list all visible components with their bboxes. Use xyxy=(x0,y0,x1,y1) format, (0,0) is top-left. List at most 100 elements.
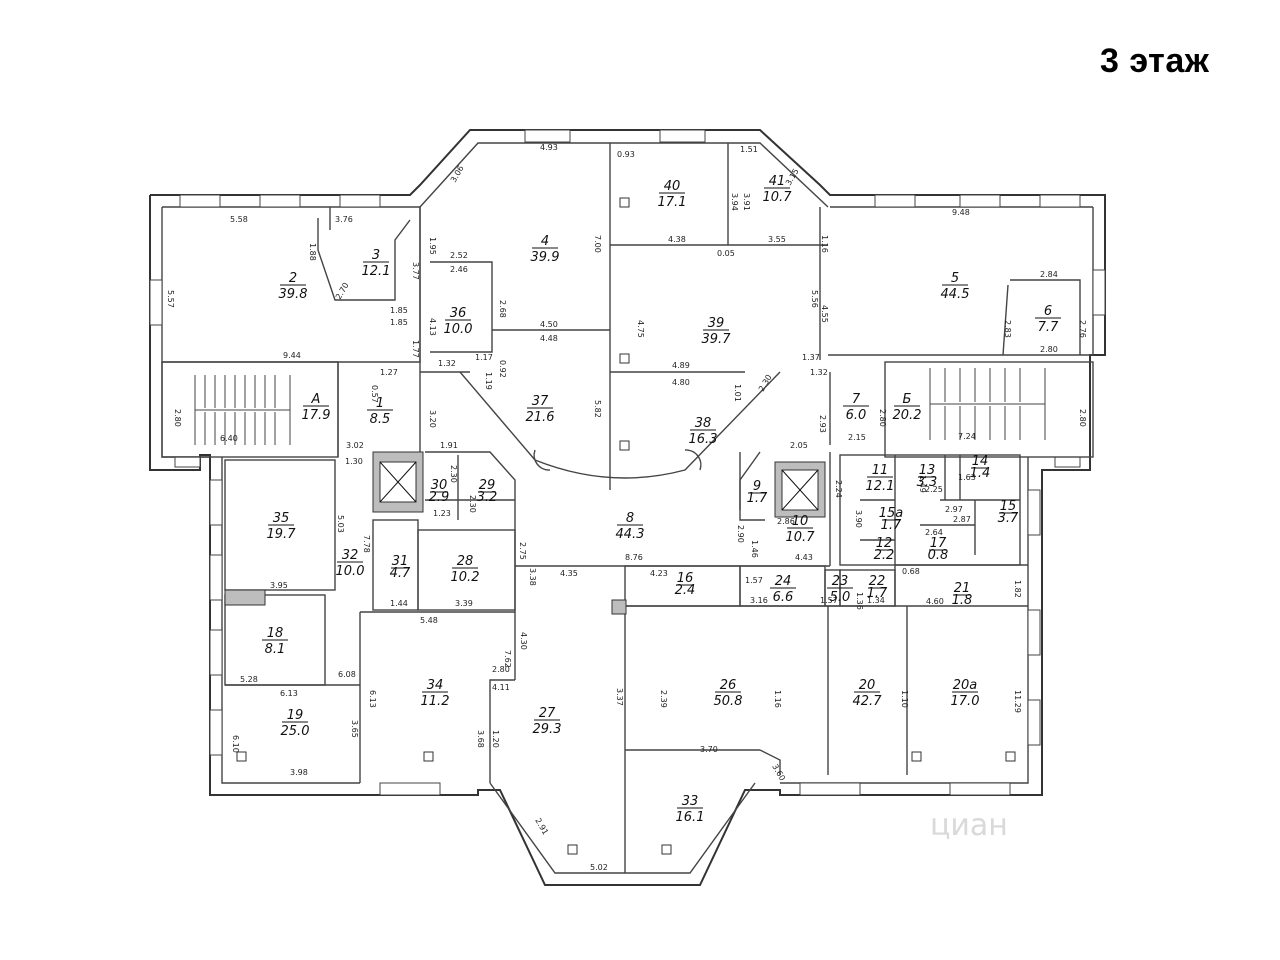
dimension-label: 2.80 xyxy=(878,409,887,427)
room-area: 17.9 xyxy=(302,408,331,423)
room-label-8: 844.3 xyxy=(616,511,645,542)
dimension-label: 1.51 xyxy=(740,145,758,154)
room-area: 7.7 xyxy=(1038,320,1059,335)
dimension-label: 3.38 xyxy=(528,568,537,586)
dimension-label: 1.17 xyxy=(475,353,493,362)
dimension-label: 1.16 xyxy=(773,690,782,708)
room-area: 44.5 xyxy=(941,287,970,302)
room-label-15: 153.7 xyxy=(998,499,1019,526)
room-number: 15 xyxy=(1000,499,1017,514)
dimension-label: 1.27 xyxy=(380,368,398,377)
dimension-label: 5.82 xyxy=(593,400,602,418)
dimension-label: 2.24 xyxy=(834,480,843,498)
room-area: 4.7 xyxy=(390,566,411,581)
room-area: 39.8 xyxy=(279,287,308,302)
dimension-label: 0.92 xyxy=(498,360,507,378)
dimension-label: 1.32 xyxy=(810,368,828,377)
right-stairs xyxy=(929,368,1046,440)
room-number: 31 xyxy=(392,554,409,569)
room-number: 27 xyxy=(539,706,556,721)
dimension-label: 2.15 xyxy=(848,433,866,442)
dimension-label: 4.13 xyxy=(428,318,437,336)
dimension-label: 8.76 xyxy=(625,553,643,562)
room-label-21: 211.8 xyxy=(952,581,973,608)
room-number: 39 xyxy=(708,316,725,331)
dimension-label: 2.86 xyxy=(777,517,795,526)
room-label-2: 239.8 xyxy=(279,271,308,302)
room-labels: 239.8312.13610.0439.94017.14110.7544.567… xyxy=(262,174,1061,825)
room-area: 11.2 xyxy=(421,694,450,709)
room-number: 4 xyxy=(541,234,549,249)
dimension-label: 5.48 xyxy=(420,616,438,625)
dimension-label: 2.80 xyxy=(173,409,182,427)
room-label-18: 188.1 xyxy=(262,626,288,657)
room-number: 11 xyxy=(872,463,889,478)
dimension-label: 4.89 xyxy=(672,361,690,370)
dimension-label: 2.52 xyxy=(450,251,468,260)
dimension-label: 2.46 xyxy=(450,265,468,274)
windows xyxy=(149,129,1106,796)
room-area: 0.8 xyxy=(928,548,949,563)
room-label-24: 246.6 xyxy=(770,574,796,605)
dimension-label: 2.75 xyxy=(518,542,527,560)
room-area: 2.4 xyxy=(675,583,696,598)
room-area: 6.6 xyxy=(773,590,794,605)
room-area: 10.7 xyxy=(786,530,816,545)
room-label-9: 91.7 xyxy=(747,479,768,506)
watermark: циан xyxy=(930,808,1008,843)
dimension-label: 3.95 xyxy=(270,581,288,590)
room-area: 12.1 xyxy=(362,264,391,279)
dimension-label: 3.39 xyxy=(455,599,473,608)
dimension-label: 0.68 xyxy=(902,567,920,576)
dimension-label: 2.70 xyxy=(334,281,351,301)
dimension-label: 1.85 xyxy=(390,306,408,315)
room-area: 20.2 xyxy=(893,408,922,423)
dimension-label: 3.16 xyxy=(750,596,768,605)
dimension-label: 6.08 xyxy=(338,670,356,679)
dimension-label: 5.02 xyxy=(590,863,608,872)
room-number: 10 xyxy=(792,514,809,529)
room-label-5: 544.5 xyxy=(941,271,970,302)
room-number: 7 xyxy=(852,392,861,407)
dimension-label: 2.64 xyxy=(925,528,943,537)
room-number: 2 xyxy=(289,271,297,286)
dimension-label: 1.91 xyxy=(440,441,458,450)
room-area: 10.0 xyxy=(336,564,365,579)
dimension-label: 4.93 xyxy=(540,143,558,152)
dimension-label: 1.37 xyxy=(802,353,820,362)
dimension-label: 3.98 xyxy=(290,768,308,777)
room-number: 14 xyxy=(972,454,989,469)
dimension-label: 2.80 xyxy=(1078,409,1087,427)
dimension-label: 1.49 xyxy=(918,475,927,493)
room-area: 1.4 xyxy=(970,466,991,481)
dimension-label: 1.77 xyxy=(411,340,420,358)
dimension-label: 3.76 xyxy=(335,215,353,224)
dimension-label: 3.55 xyxy=(768,235,786,244)
dimension-label: 1.36 xyxy=(855,592,864,610)
dimension-label: 6.13 xyxy=(368,690,377,708)
dimension-label: 0.57 xyxy=(370,385,379,403)
dimension-label: 4.60 xyxy=(926,597,944,606)
room-label-14: 141.4 xyxy=(970,454,991,481)
room-area: 42.7 xyxy=(853,694,883,709)
dimension-label: 2.97 xyxy=(945,505,963,514)
room-label-Б: Б20.2 xyxy=(893,392,922,423)
room-number: 24 xyxy=(775,574,792,589)
dimension-label: 0.93 xyxy=(617,150,635,159)
room-number: 38 xyxy=(695,416,712,431)
dimension-label: 6.10 xyxy=(231,735,240,753)
